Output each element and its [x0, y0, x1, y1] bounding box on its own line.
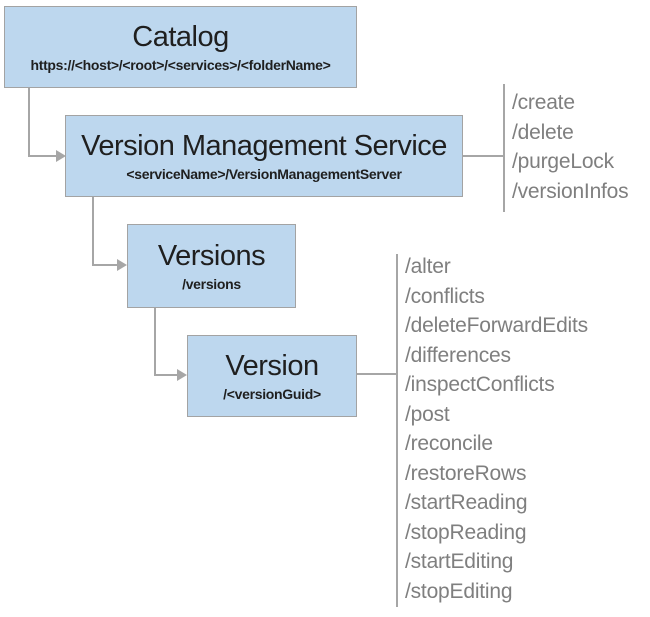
operation-item: /post — [405, 402, 450, 426]
operation-item: /differences — [405, 343, 511, 367]
vms-operations-list: /create /delete /purgeLock /versionInfos — [512, 88, 629, 206]
operation-item: /delete — [512, 120, 574, 144]
vms-title: Version Management Service — [81, 129, 447, 162]
versions-title: Versions — [157, 239, 266, 272]
operation-item: /startEditing — [405, 550, 514, 573]
operation-item: /restoreRows — [405, 461, 527, 485]
connector-vms-versions-vertical — [92, 197, 94, 266]
operation-item: /versionInfos — [512, 179, 629, 203]
node-versions: Versions /versions — [127, 224, 296, 308]
node-catalog: Catalog https://<host>/<root>/<services>… — [4, 6, 357, 88]
connector-versions-version-vertical — [154, 308, 156, 376]
version-operations-list: /alter /conflicts /deleteForwardEdits /d… — [405, 252, 588, 606]
connector-catalog-vms-horizontal — [28, 155, 57, 157]
operation-item: /conflicts — [405, 284, 485, 308]
connector-catalog-vms-vertical — [28, 88, 30, 157]
version-url-pattern: /<versionGuid> — [223, 385, 321, 402]
arrowhead-icon — [56, 150, 66, 162]
node-version-management-service: Version Management Service <serviceName>… — [65, 115, 463, 197]
operation-item: /purgeLock — [512, 150, 614, 173]
vms-operations-separator-line — [503, 84, 505, 212]
operation-item: /stopEditing — [405, 579, 513, 603]
operation-item: /startReading — [405, 491, 528, 514]
arrowhead-icon — [117, 259, 127, 271]
operation-item: /deleteForwardEdits — [405, 314, 588, 337]
node-version: Version /<versionGuid> — [187, 335, 357, 417]
operation-item: /reconcile — [405, 432, 493, 455]
catalog-url-pattern: https://<host>/<root>/<services>/<folder… — [30, 56, 331, 73]
operation-item: /inspectConflicts — [405, 373, 555, 396]
connector-vms-operations — [463, 155, 504, 157]
versions-url-pattern: /versions — [182, 275, 241, 292]
connector-versions-version-horizontal — [154, 374, 179, 376]
vms-url-pattern: <serviceName>/VersionManagementServer — [126, 165, 402, 182]
operation-item: /stopReading — [405, 520, 527, 544]
arrowhead-icon — [177, 369, 187, 381]
operation-item: /create — [512, 91, 575, 114]
catalog-title: Catalog — [132, 20, 229, 53]
version-operations-separator-line — [396, 254, 398, 607]
connector-vms-versions-horizontal — [92, 264, 119, 266]
operation-item: /alter — [405, 255, 451, 278]
connector-version-operations — [357, 373, 397, 375]
version-title: Version — [225, 349, 319, 382]
